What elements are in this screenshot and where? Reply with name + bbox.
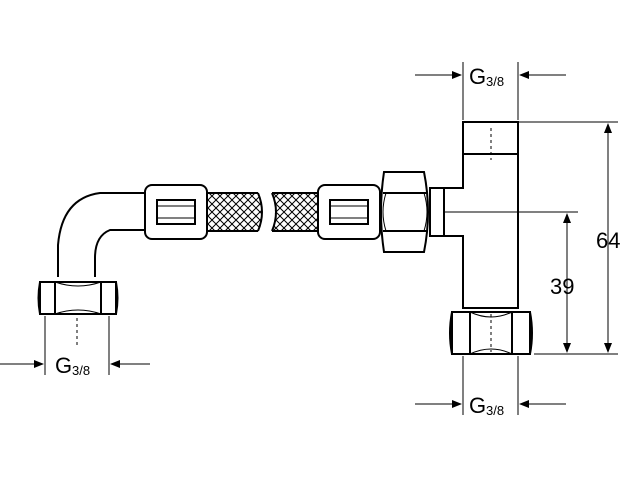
- tee-body: [444, 121, 519, 309]
- label-thread-bottom-right-letter: G: [469, 393, 486, 418]
- dimension-height-total: [518, 121, 618, 355]
- dimension-thread-bottom-right: [415, 356, 566, 415]
- tee-bottom-hex-nut: [449, 311, 533, 355]
- right-crimp-sleeve: [317, 184, 381, 240]
- braided-hose-right: [271, 192, 318, 232]
- braided-hose-left: [207, 192, 263, 232]
- label-height-total: 64: [596, 228, 620, 253]
- label-thread-top-letter: G: [469, 64, 486, 89]
- label-thread-top-fraction: 3/8: [486, 74, 504, 89]
- tee-union-nut: [380, 171, 445, 253]
- left-hex-nut: [37, 281, 119, 345]
- label-thread-bottom-left-fraction: 3/8: [72, 363, 90, 378]
- label-height-center: 39: [550, 274, 574, 299]
- dimension-height-center: [444, 211, 578, 353]
- left-crimp-sleeve: [144, 184, 208, 240]
- dimension-thread-bottom-left: [0, 316, 150, 375]
- elbow-pipe: [57, 192, 145, 277]
- dimension-thread-top: [415, 62, 566, 120]
- label-thread-bottom-right-fraction: 3/8: [486, 403, 504, 418]
- label-thread-bottom-left-letter: G: [55, 353, 72, 378]
